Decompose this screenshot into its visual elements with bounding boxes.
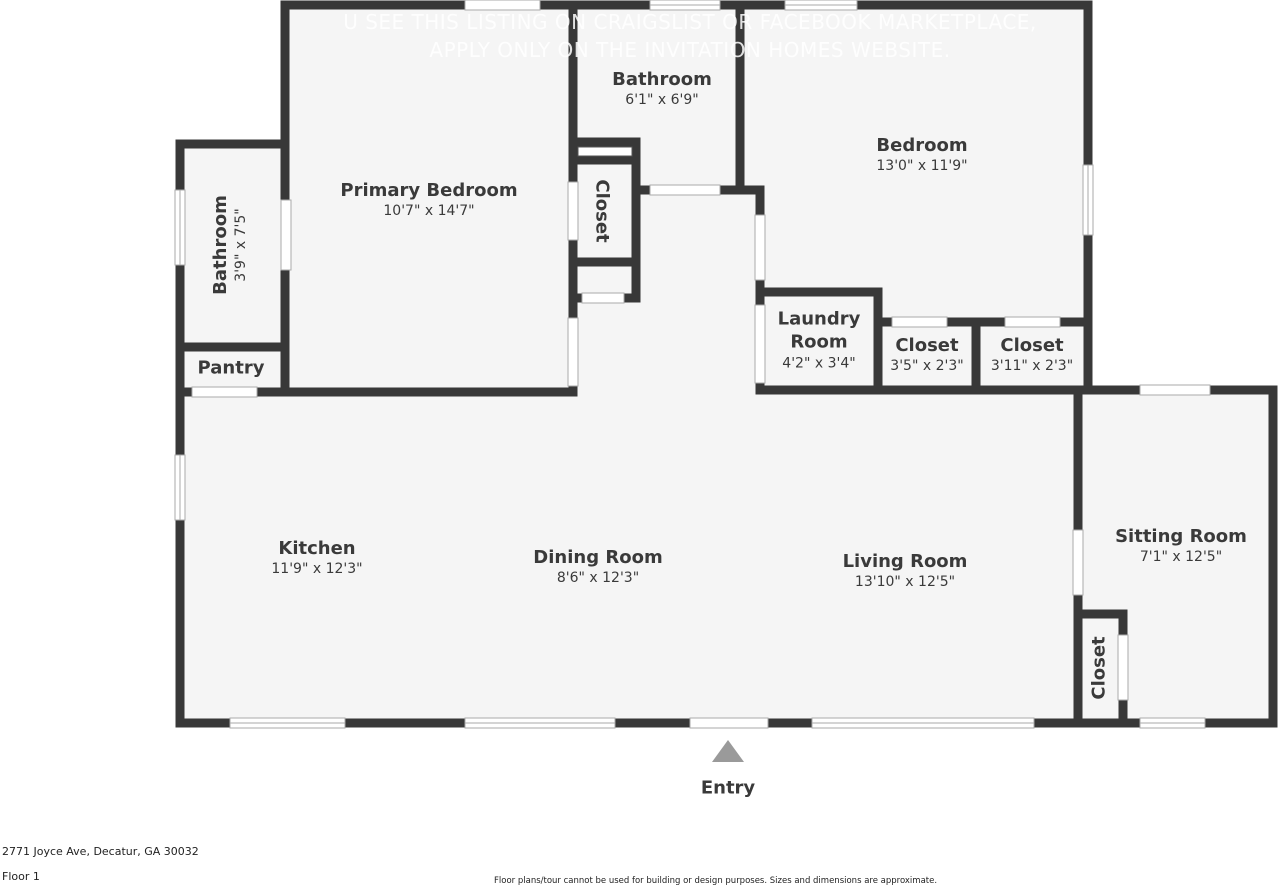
- entry-label: Entry: [700, 777, 756, 799]
- room-floors: [180, 5, 1273, 723]
- room-pantry: Pantry: [197, 357, 265, 379]
- room-closet-sitting: Closet: [1088, 636, 1110, 700]
- shelf-hatch: [577, 146, 633, 157]
- floor-label: Floor 1: [2, 870, 40, 883]
- watermark-line2: APPLY ONLY ON THE INVITATION HOMES WEBSI…: [429, 38, 951, 62]
- address: 2771 Joyce Ave, Decatur, GA 30032: [2, 845, 199, 858]
- room-closet-primary: Closet: [591, 179, 613, 243]
- windows-and-doors: [174, 0, 1211, 729]
- watermark-line1: U SEE THIS LISTING ON CRAIGSLIST OR FACE…: [343, 10, 1037, 34]
- entry-arrow-icon: [712, 740, 744, 762]
- disclaimer: Floor plans/tour cannot be used for buil…: [494, 876, 938, 886]
